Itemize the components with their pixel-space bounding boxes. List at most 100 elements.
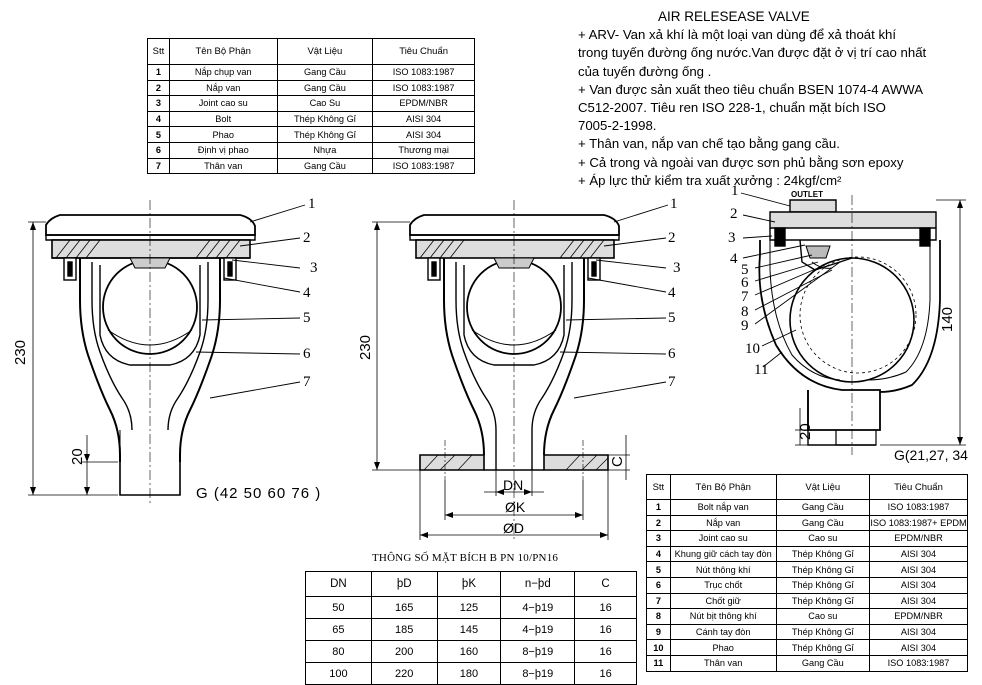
header-part-name: Tên Bộ Phận [168, 38, 278, 65]
cell: 125 [436, 596, 502, 619]
cell: Chốt giữ [669, 592, 777, 610]
cell: Cao Su [276, 95, 374, 112]
cell: ISO 1083:1987 [869, 654, 968, 672]
flanged-valve-view [372, 200, 669, 540]
table-header-row: Stt Tên Bộ Phận Vật Liệu Tiêu Chuẩn [147, 38, 475, 65]
right-callout-11: 11 [754, 362, 768, 378]
cell: Thép Không Gỉ [775, 545, 871, 563]
cell: 3 [147, 95, 170, 112]
section-valve-view [740, 192, 966, 455]
mid-callout-1: 1 [670, 196, 678, 212]
table-header-row: Stt Tên Bộ Phận Vật Liệu Tiêu Chuẩn [646, 474, 968, 500]
cell: Trục chốt [669, 576, 777, 594]
cell: Gang Cầu [775, 654, 871, 672]
cell: 2 [147, 79, 170, 97]
cell: 8−ϸ19 [500, 640, 576, 663]
mid-callout-4: 4 [668, 285, 676, 301]
cell: Định vị phao [168, 141, 278, 159]
header-k: ϸK [436, 571, 502, 597]
cell: 3 [646, 530, 671, 547]
cell: 145 [436, 618, 502, 641]
mid-dn-label: DN [503, 477, 523, 493]
cell: Thép Không Gỉ [775, 561, 871, 578]
cell: Phao [168, 126, 278, 143]
description-line: + ARV- Van xả khí là một loại van dùng đ… [578, 27, 897, 43]
cell: Gang Cầu [276, 79, 374, 97]
cell: Thân van [168, 157, 278, 175]
description-line: + Van được sản xuất theo tiêu chuẩn BSEN… [578, 81, 924, 97]
threaded-valve-view [28, 200, 306, 505]
cell: 5 [646, 561, 671, 578]
cell: Gang Cầu [276, 157, 374, 175]
cell: Gang Cầu [276, 64, 374, 81]
mid-callout-6: 6 [668, 346, 676, 362]
cell: 1 [147, 64, 170, 81]
cell: AISI 304 [869, 623, 968, 641]
cell: Phao [669, 639, 777, 656]
header-standard: Tiêu Chuẩn [372, 38, 475, 65]
cell: Khung giữ cách tay đòn [669, 545, 777, 563]
right-callout-3: 3 [728, 230, 736, 246]
cell: Bolt [168, 110, 278, 128]
cell: 180 [436, 662, 502, 685]
cell: 16 [574, 640, 637, 663]
cell: ISO 1083:1987 [372, 79, 475, 97]
cell: 185 [370, 618, 438, 641]
right-callout-10: 10 [745, 341, 760, 357]
right-thread-dim: 20 [797, 423, 814, 440]
cell: Thân van [669, 654, 777, 672]
cell: 10 [646, 639, 671, 656]
cell: Nắp van [669, 514, 777, 532]
page-title: AIR RELESEASE VALVE [658, 9, 810, 24]
cell: Cánh tay đòn [669, 623, 777, 641]
description-line: + Thân van, nắp van chế tạo bằng gang cầ… [578, 136, 840, 152]
cell: Thép Không Gỉ [775, 639, 871, 656]
cell: 4 [646, 545, 671, 563]
description-line: + Cả trong và ngoài van được sơn phủ bằn… [578, 154, 904, 170]
cell: 16 [574, 596, 637, 619]
cell: ISO 1083:1987+ EPDM [869, 514, 968, 532]
header-c: C [574, 571, 637, 597]
cell: 65 [305, 618, 372, 641]
cell: AISI 304 [869, 545, 968, 563]
header-d: ϸD [370, 571, 438, 597]
left-callout-6: 6 [303, 346, 311, 362]
cell: 200 [370, 640, 438, 663]
cell: 9 [646, 623, 671, 641]
cell: 6 [646, 576, 671, 594]
cell: Nút thông khí [669, 561, 777, 578]
cell: Nắp van [168, 79, 278, 97]
right-callout-8: 8 [741, 304, 749, 320]
mid-c-label: C [609, 456, 626, 467]
cell: Joint cao su [168, 95, 278, 112]
left-thread-label: G (42 50 60 76 ) [196, 485, 321, 502]
left-callout-2: 2 [303, 230, 311, 246]
description-line: 7005-2-1998. [578, 118, 657, 134]
header-stt: Stt [646, 474, 671, 500]
cell: AISI 304 [372, 110, 475, 128]
right-callout-4: 4 [730, 251, 738, 267]
description-line: trong tuyến đường ống nước.Van được đặt … [578, 45, 927, 61]
cell: Gang Cầu [775, 514, 871, 532]
right-callout-9: 9 [741, 318, 749, 334]
right-callout-7: 7 [741, 289, 749, 305]
left-callout-4: 4 [303, 285, 311, 301]
cell: 4−ϸ19 [500, 596, 576, 619]
